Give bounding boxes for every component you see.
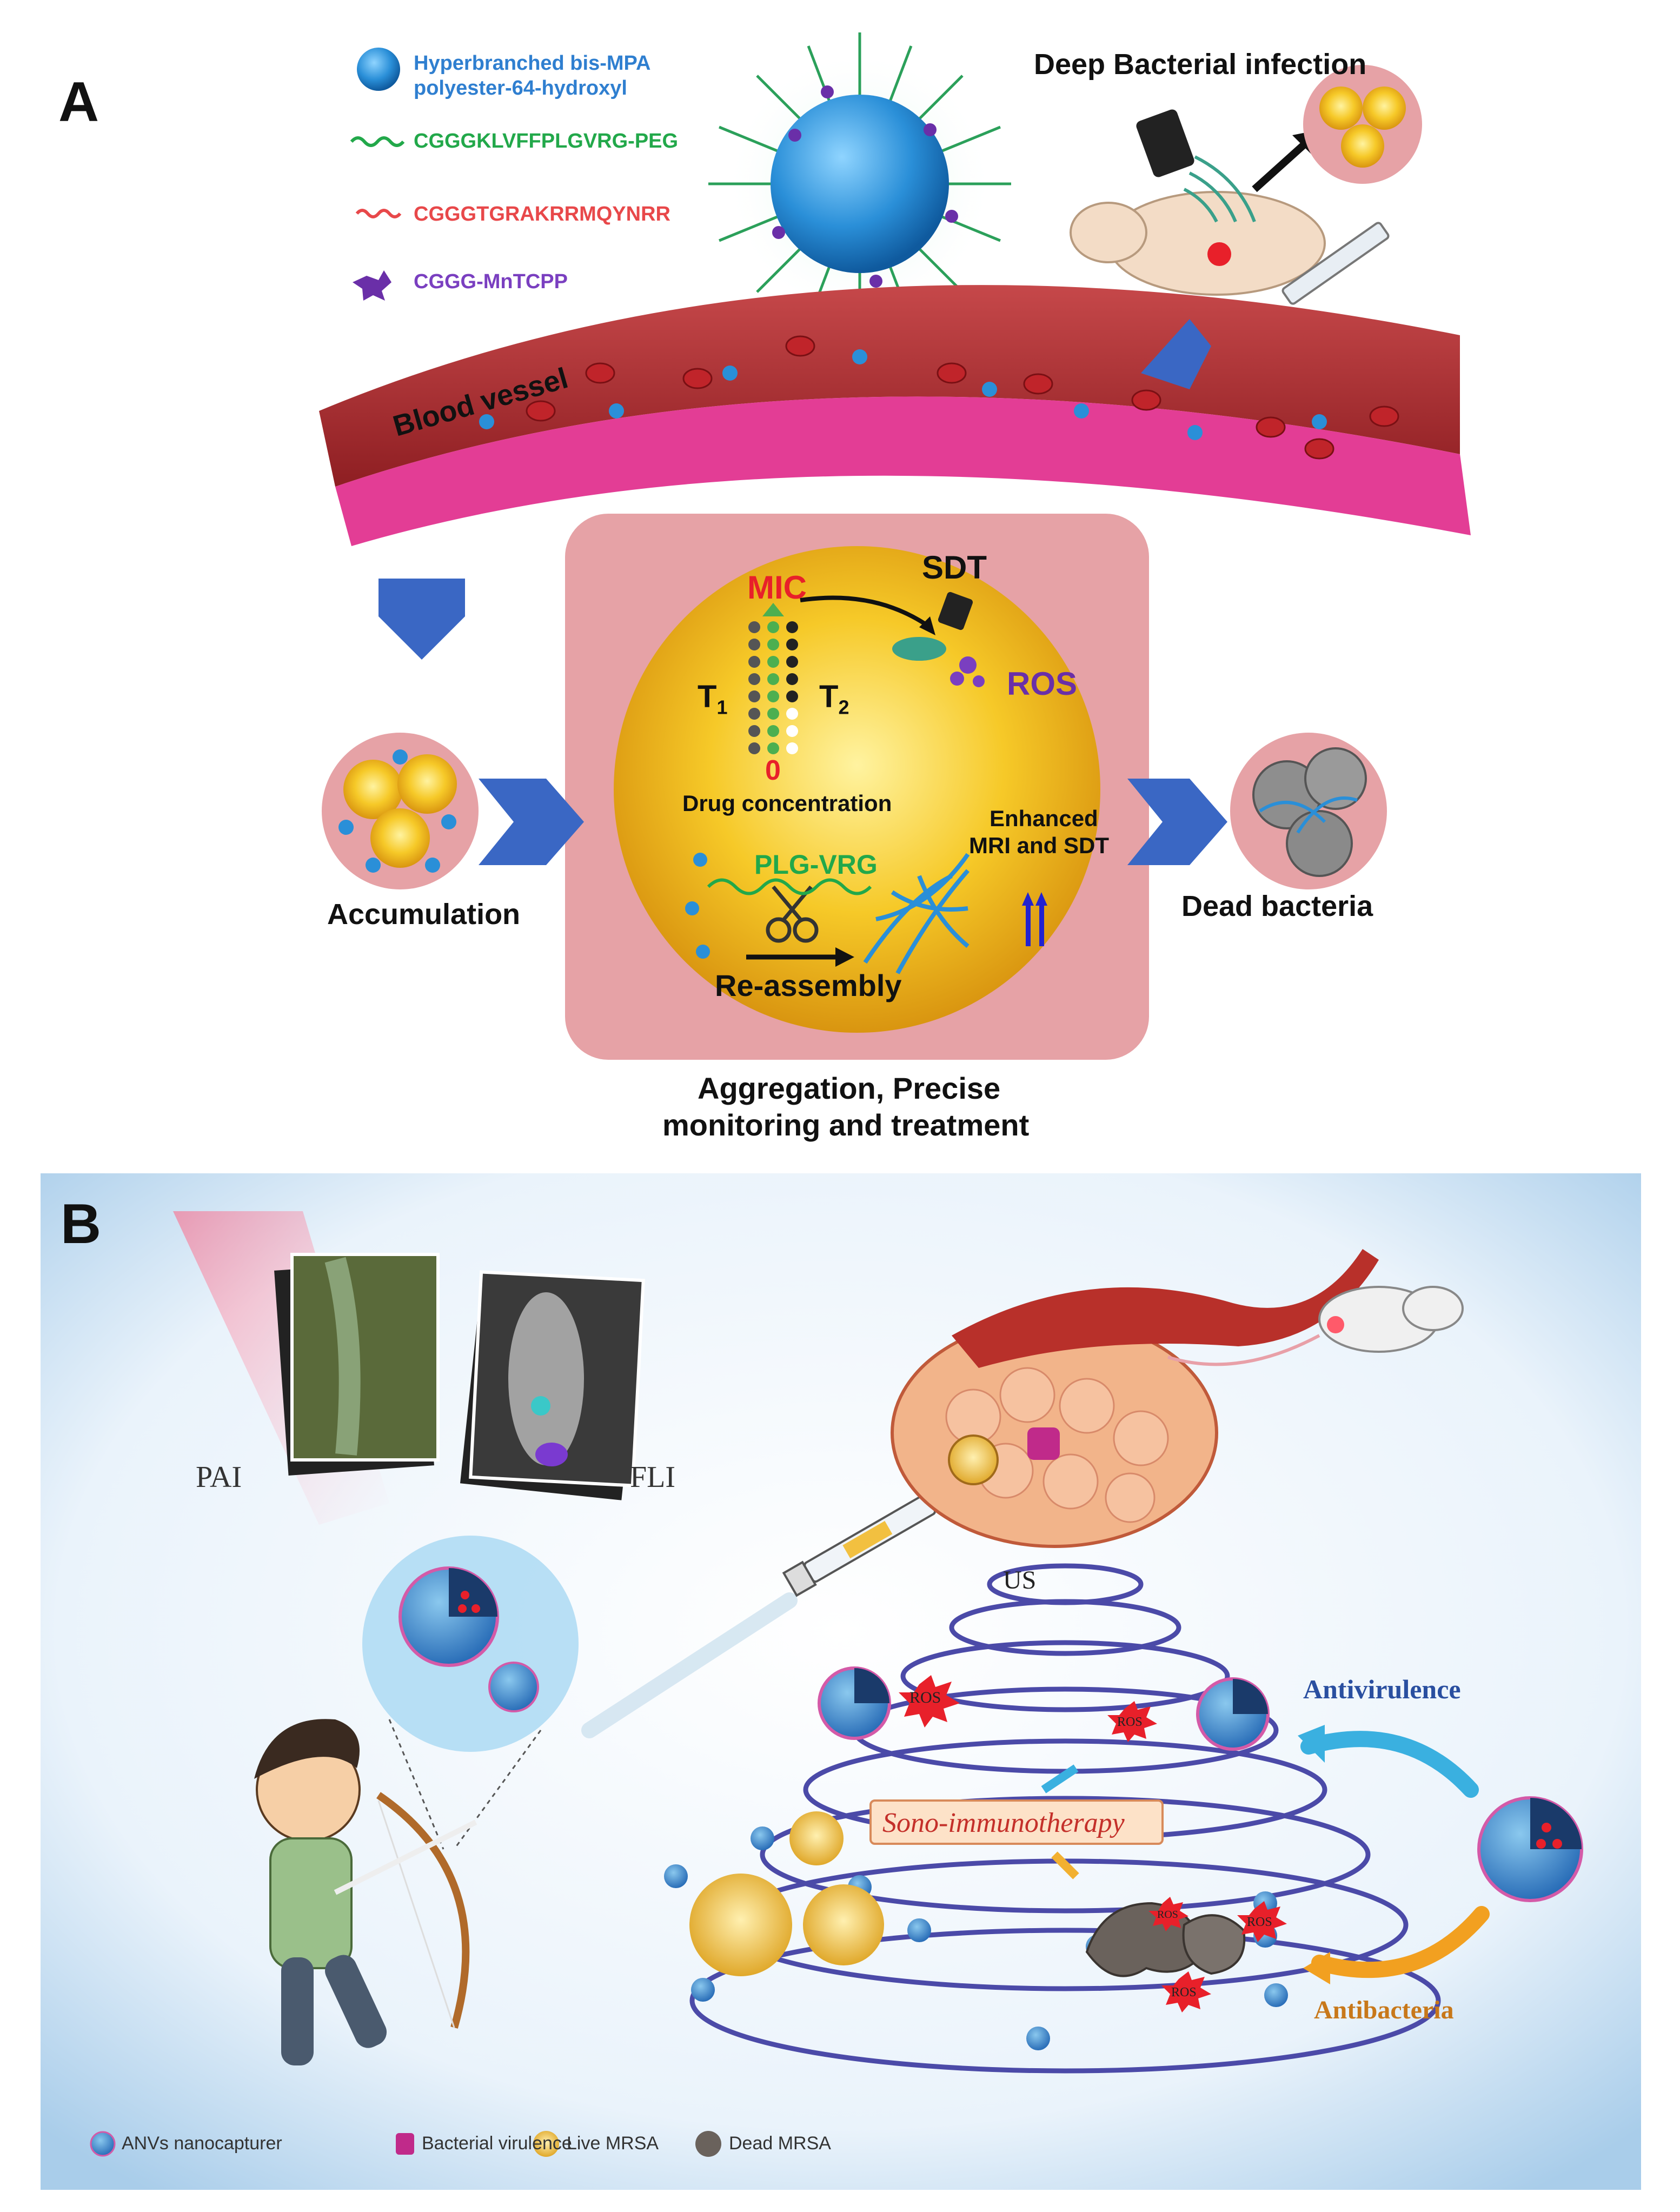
arrow-antivirulence-inner — [1041, 1764, 1079, 1793]
ros-label-3: ROS — [1157, 1909, 1178, 1921]
panel-a-letter: A — [58, 71, 99, 134]
ultrasound-waves — [1183, 155, 1256, 223]
pai-image-stack — [274, 1253, 440, 1476]
ros-label-4: ROS — [1247, 1915, 1272, 1929]
antivirulence-label: Antivirulence — [1303, 1674, 1461, 1704]
chevron-right-icon — [1127, 779, 1227, 865]
circulating-nanoparticles — [479, 349, 1327, 440]
accumulation-label: Accumulation — [327, 898, 521, 931]
mic-arrow — [800, 595, 932, 629]
plg-vrg-label: PLG-VRG — [754, 849, 878, 880]
legend-bacterial-virulence: Bacterial virulence — [422, 2133, 572, 2154]
panel-b — [41, 1173, 1641, 2190]
chevron-right-icon — [479, 779, 584, 865]
pai-label: PAI — [196, 1460, 242, 1494]
drug-concentration-columns — [748, 603, 798, 754]
dead-bacteria-label: Dead bacteria — [1181, 890, 1373, 922]
ros-label-2: ROS — [1117, 1715, 1143, 1729]
mic-label: MIC — [747, 569, 807, 606]
antibacteria-label: Antibacteria — [1314, 1996, 1454, 2024]
arrow-antibacteria-inner — [1051, 1851, 1079, 1879]
ros-label-5: ROS — [1171, 1985, 1197, 2000]
blood-vessel — [319, 285, 1460, 487]
peg-peptide-icon — [350, 136, 405, 147]
mouse-head — [1070, 202, 1147, 263]
caption-line2: monitoring and treatment — [662, 1108, 1030, 1142]
scissors-icon — [766, 885, 819, 943]
legend-item-bis-mpa-line2: polyester-64-hydroxyl — [414, 77, 627, 99]
panel-b-legend-icons — [90, 2131, 721, 2157]
t2-label: T2 — [819, 679, 849, 719]
ros-particles — [950, 656, 985, 687]
t1-label: T1 — [698, 679, 728, 719]
antibacteria-arrow — [1311, 1906, 1490, 1978]
legend-dead-mrsa: Dead MRSA — [729, 2133, 831, 2154]
legend-item-peptide: CGGGTGRAKRRMQYNRR — [414, 203, 670, 225]
double-up-arrow-icon — [1022, 892, 1047, 946]
panel-a — [319, 32, 1471, 1060]
us-label: US — [1003, 1566, 1037, 1595]
mouse-icon — [1167, 1286, 1464, 1366]
legend-item-mntcpp: CGGG-MnTCPP — [414, 270, 568, 293]
reassembly-label: Re-assembly — [715, 968, 902, 1002]
nanoparticle-core — [771, 95, 949, 273]
fli-image-stack — [460, 1270, 645, 1500]
reassembled-fibers — [863, 853, 970, 974]
legend-anvs-nanocapturer: ANVs nanocapturer — [122, 2133, 282, 2154]
syringe-trail — [581, 1592, 798, 1738]
legend-item-peg-peptide: CGGGKLVFFPLGVRG-PEG — [414, 130, 679, 152]
free-nanoparticles — [685, 853, 710, 959]
live-mrsa — [689, 1811, 884, 1976]
ultrasound-probe-icon — [938, 592, 973, 630]
red-blood-cells — [526, 335, 1399, 460]
arrow-to-bacteria — [1252, 137, 1311, 192]
ros-label: ROS — [1007, 666, 1078, 702]
pink-cell-layer — [335, 396, 1471, 546]
ros-label-1: ROS — [909, 1689, 941, 1706]
legend-item-bis-mpa-line1: Hyperbranched bis-MPA — [414, 52, 651, 75]
enhanced-label-line1: Enhanced — [990, 806, 1098, 831]
peptide-icon — [355, 209, 402, 218]
mntcpp-icon — [353, 270, 391, 301]
antivirulence-arrow — [1300, 1731, 1479, 1798]
zero-label: 0 — [765, 755, 781, 786]
nanocapturer-small — [488, 1662, 539, 1712]
sono-label-box — [869, 1799, 1164, 1845]
caption-line1: Aggregation, Precise — [698, 1071, 1001, 1105]
nanocapturers — [818, 1666, 1583, 1902]
muscle-tissue — [891, 1249, 1379, 1548]
panel-b-letter: B — [61, 1193, 102, 1256]
enhanced-label-line2: MRI and SDT — [969, 833, 1109, 858]
archer-boy-illustration — [254, 1719, 477, 2065]
ros-bursts — [899, 1675, 1287, 2012]
bacterium-large — [614, 546, 1100, 1033]
chevron-down-icon — [1141, 319, 1211, 389]
infection-site — [1207, 242, 1231, 266]
ultrasound-probe-icon — [1136, 109, 1194, 177]
chevron-down-icon — [379, 579, 465, 660]
deep-infection-label: Deep Bacterial infection — [1034, 48, 1367, 81]
syringe-icon — [1281, 222, 1390, 305]
legend-live-mrsa: Live MRSA — [567, 2133, 659, 2154]
plg-vrg-peptide — [707, 878, 872, 895]
fli-label: FLI — [630, 1460, 675, 1494]
mntcpp-spots — [772, 85, 958, 288]
sdt-label: SDT — [922, 549, 987, 586]
drug-concentration-label: Drug concentration — [682, 791, 892, 816]
sono-immunotherapy-label: Sono-immunotherapy — [882, 1808, 1125, 1838]
nanoparticle-icon — [357, 48, 400, 91]
